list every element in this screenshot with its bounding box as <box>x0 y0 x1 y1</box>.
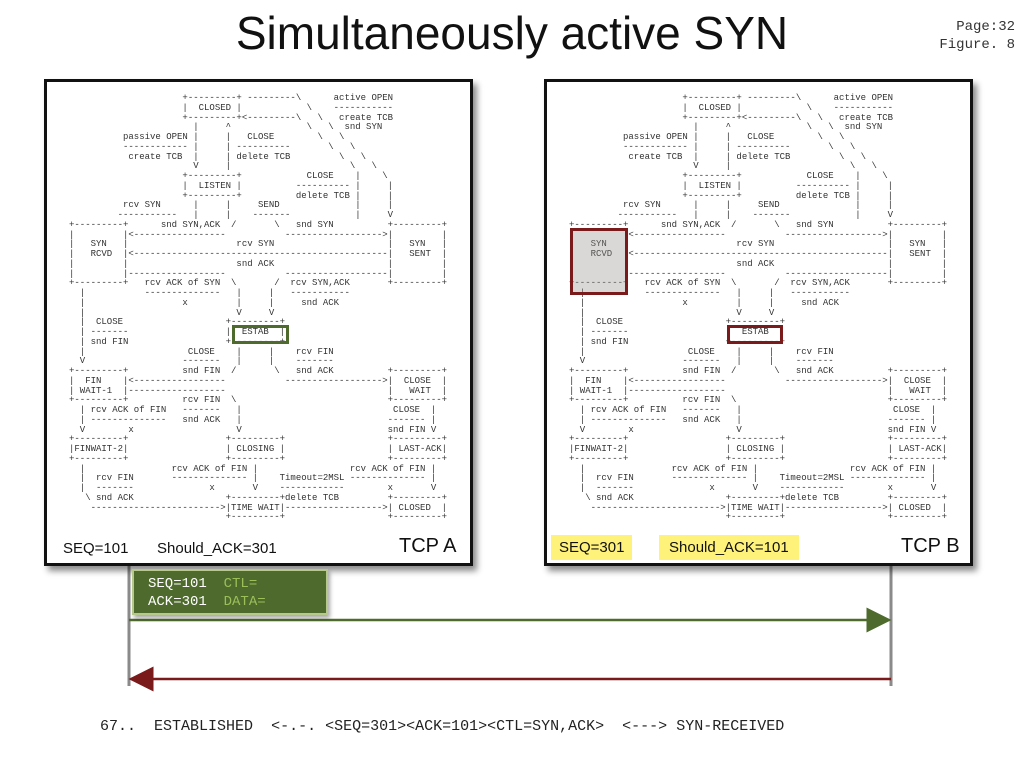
tcp-b-panel: +---------+ ---------\ active OPEN | CLO… <box>544 79 973 566</box>
tcp-state-diagram-b: +---------+ ---------\ active OPEN | CLO… <box>569 93 948 523</box>
tcp-a-label: TCP A <box>399 535 457 557</box>
tcp-state-diagram-a: +---------+ ---------\ active OPEN | CLO… <box>69 93 448 523</box>
tcp-b-label: TCP B <box>901 535 960 557</box>
packet-line-2: ACK=301 DATA= <box>148 593 326 611</box>
tcp-b-seq: SEQ=301 <box>551 535 633 560</box>
arrow-a: <-.-. <box>271 718 317 735</box>
syn-rcvd-highlight-b <box>570 228 628 295</box>
estab-highlight-b <box>727 325 783 344</box>
packet-data: DATA= <box>223 594 266 610</box>
tcp-a-seq: SEQ=101 <box>63 540 129 557</box>
tcp-a-panel: +---------+ ---------\ active OPEN | CLO… <box>44 79 473 566</box>
packet-ack: ACK=301 <box>148 594 207 610</box>
estab-highlight-a <box>232 325 289 344</box>
line-number: 67.. <box>100 718 137 735</box>
packet-line-1: SEQ=101 CTL= <box>148 575 326 593</box>
state-b: SYN-RECEIVED <box>676 718 785 735</box>
packet-ctl: CTL= <box>223 576 258 592</box>
tcp-b-should-ack: Should_ACK=101 <box>659 535 799 560</box>
state-a: ESTABLISHED <box>154 718 254 735</box>
slide-title: Simultaneously active SYN <box>235 7 789 59</box>
page-info: Page:32 Figure. 8 <box>905 18 1015 54</box>
tcp-a-should-ack: Should_ACK=301 <box>157 540 277 557</box>
packet-seq: SEQ=101 <box>148 576 207 592</box>
segment-packet: SEQ=101 CTL= ACK=301 DATA= <box>132 569 328 615</box>
figure-number: Figure. 8 <box>939 37 1015 53</box>
segment-text: <SEQ=301><ACK=101><CTL=SYN,ACK> <box>325 718 605 735</box>
arrow-b: <---> <box>622 718 668 735</box>
bottom-sequence-line: 67.. ESTABLISHED <-.-. <SEQ=301><ACK=101… <box>100 718 784 735</box>
page-number: Page:32 <box>956 19 1015 35</box>
